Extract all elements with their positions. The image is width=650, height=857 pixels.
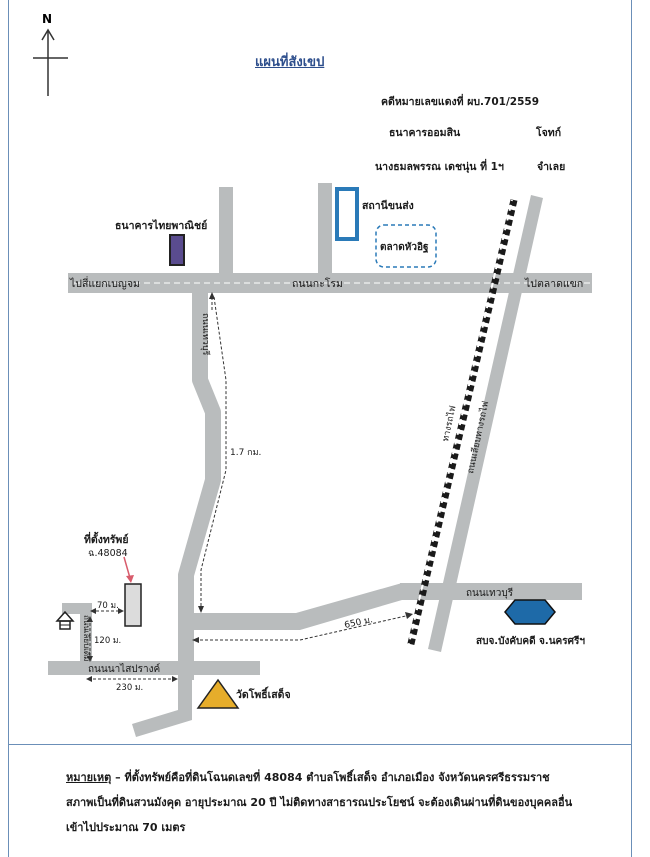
distance-d5-label: 230 ม. (116, 683, 143, 693)
note-line-2: สภาพเป็นที่ดินสวนมังคุด อายุประมาณ 20 ปี… (66, 796, 573, 809)
market-icon (375, 224, 437, 268)
map-canvas: N (33, 12, 592, 737)
rail-road (428, 195, 543, 652)
road-left-end-label: ไปสี่แยกเบญจม (69, 276, 140, 290)
distance-d2-label: 650 ม. (344, 615, 374, 631)
defendant-name: นางธมลพรรณ เดชนุ่น ที่ 1ฯ (375, 161, 504, 173)
north-arrow-icon (33, 28, 68, 96)
plaintiff-role: โจทก์ (536, 127, 562, 139)
road-stub-left (219, 187, 233, 273)
note-line-3: เข้าไปประมาณ 70 เมตร (66, 821, 186, 834)
bank-icon (169, 234, 185, 266)
property-label: ที่ตั้งทรัพย์ (84, 531, 129, 546)
temple-icon (196, 678, 240, 709)
railway-icon (406, 199, 518, 649)
bus-station-label: สถานีขนส่ง (362, 199, 414, 212)
note-label: หมายเหตุ (66, 771, 112, 784)
road-right-end-label: ไปตลาดแขก (524, 277, 583, 290)
north-south-road (178, 293, 221, 680)
note-frame (8, 745, 632, 857)
defendant-role: จำเลย (537, 161, 566, 173)
distance-d1-label: 1.7 กม. (230, 448, 261, 458)
bank-label: ธนาคารไทยพาณิชย์ (115, 219, 207, 232)
distance-d3-label: 70 ม. (97, 601, 119, 611)
fire-station-icon (504, 599, 556, 625)
bus-station-icon (335, 187, 359, 241)
map-frame (8, 0, 632, 745)
bottom-road (48, 661, 260, 675)
property-icon (124, 583, 142, 627)
house-icon (55, 610, 75, 630)
distance-d4-label: 120 ม. (94, 636, 121, 646)
note-text-1: – ที่ตั้งทรัพย์คือที่ดินโฉนดเลขที่ 48084… (111, 771, 550, 784)
north-south-road-label: ถนนเทวบุรี (200, 313, 211, 356)
distance-lines (88, 296, 411, 680)
note-line-1: หมายเหตุ – ที่ตั้งทรัพย์คือที่ดินโฉนดเลข… (66, 768, 550, 786)
temple-label: วัดโพธิ์เสด็จ (236, 686, 291, 701)
property-deed-label: ฉ.48084 (88, 548, 128, 559)
case-number: คดีหมายเลขแดงที่ ผบ.701/2559 (381, 96, 540, 108)
small-road-label: ถนนเลียบเดิม (82, 615, 91, 661)
bottom-road-label: ถนนนาไสปรางค์ (88, 663, 160, 675)
plaintiff-name: ธนาคารออมสิน (389, 127, 461, 139)
frame-divider (8, 744, 632, 745)
property-arrow-icon (123, 556, 131, 579)
market-label: ตลาดหัวอิฐ (380, 241, 429, 253)
main-road-label: ถนนกะโรม (292, 277, 343, 290)
north-label: N (42, 12, 52, 26)
lower-east-road (400, 583, 582, 600)
road-stub-right (318, 183, 332, 273)
roads (48, 183, 592, 737)
fire-station-label: สบจ.บังคับคดี จ.นครศรีฯ (476, 635, 585, 647)
lower-east-road-label: ถนนเทวบุรี (466, 587, 514, 599)
map-title: แผนที่สังเขป (255, 55, 325, 70)
